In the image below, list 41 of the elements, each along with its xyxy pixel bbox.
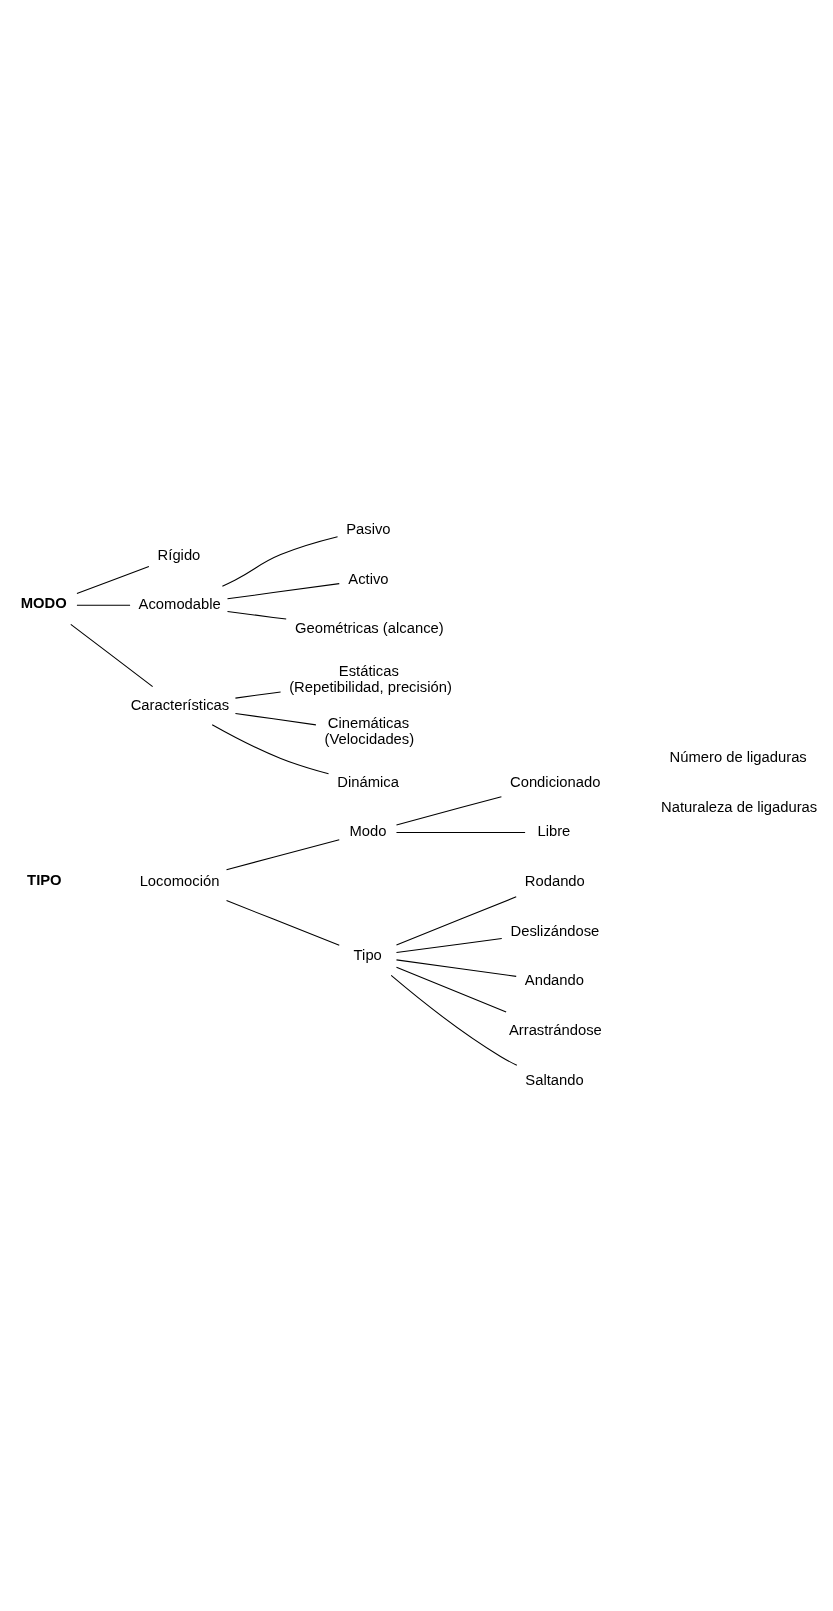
node-text: Arrastrándose [508, 1022, 602, 1038]
connector [226, 583, 340, 600]
connector [395, 796, 502, 826]
node-text: Modo [349, 823, 387, 840]
node-text: Acomodable [138, 596, 221, 613]
node-text: Tipo [353, 946, 382, 963]
node-text: Condicionado [510, 773, 601, 790]
connector [211, 724, 330, 775]
node-text: Saltando [525, 1071, 584, 1088]
node-text: Características [130, 696, 230, 713]
connector [395, 959, 517, 977]
connector [226, 839, 340, 871]
node-text: Rodando [524, 873, 585, 890]
connector [76, 604, 131, 606]
node-text: Locomoción [139, 873, 220, 890]
connector [226, 610, 287, 620]
node-text: Andando [524, 972, 584, 989]
connector [395, 896, 517, 946]
connector [395, 831, 526, 833]
node-text: Deslizándose [510, 922, 600, 939]
connector [226, 900, 340, 946]
node-text: Geométricas (alcance) [294, 620, 444, 637]
connector [76, 565, 150, 595]
node-text: MODO [20, 595, 67, 612]
connector [234, 712, 317, 726]
connector [221, 536, 339, 587]
connector [390, 974, 518, 1066]
label: Naturaleza de ligaduras [661, 799, 818, 816]
node-text: Rígido [157, 546, 201, 563]
node-text: Estáticas (Repetibilidad, precisión) [289, 663, 452, 696]
connector [395, 938, 503, 953]
node-text: Cinemáticas (Velocidades) [324, 715, 415, 747]
connector [70, 623, 154, 688]
node-text: Dinámica [337, 773, 399, 790]
connector [234, 691, 282, 699]
connector [395, 966, 507, 1013]
node-text: Pasivo [346, 521, 391, 538]
node-text: Activo [348, 570, 389, 587]
node-text: Libre [537, 823, 571, 840]
label: Número de ligaduras [669, 749, 807, 766]
label: TIPO [27, 871, 62, 888]
